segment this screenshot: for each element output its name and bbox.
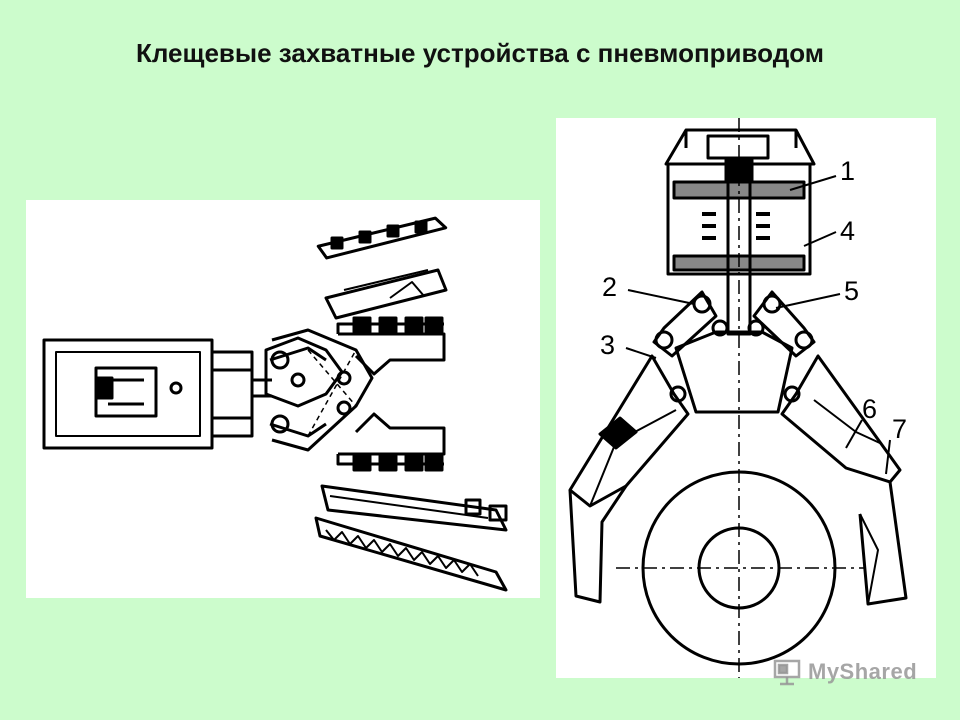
- watermark: MyShared: [772, 654, 932, 690]
- left-diagram-panel: [26, 200, 540, 598]
- callout-3: 3: [600, 330, 615, 360]
- callout-4: 4: [840, 216, 855, 246]
- callout-5: 5: [844, 276, 859, 306]
- cylinder-housing: [42, 338, 214, 450]
- slide-title: Клещевые захватные устройства с пневмопр…: [136, 38, 824, 68]
- gripper-section-drawing: 1 4 2 5 3 6 7: [568, 118, 908, 678]
- gripper-exploded-drawing: [42, 216, 508, 592]
- callout-6: 6: [862, 394, 877, 424]
- callout-2: 2: [602, 272, 617, 302]
- right-diagram-panel: 1 4 2 5 3 6 7: [556, 118, 936, 678]
- watermark-text: MyShared: [808, 659, 918, 684]
- projector-icon: [773, 659, 801, 686]
- callout-7: 7: [892, 414, 907, 444]
- callout-1: 1: [840, 156, 855, 186]
